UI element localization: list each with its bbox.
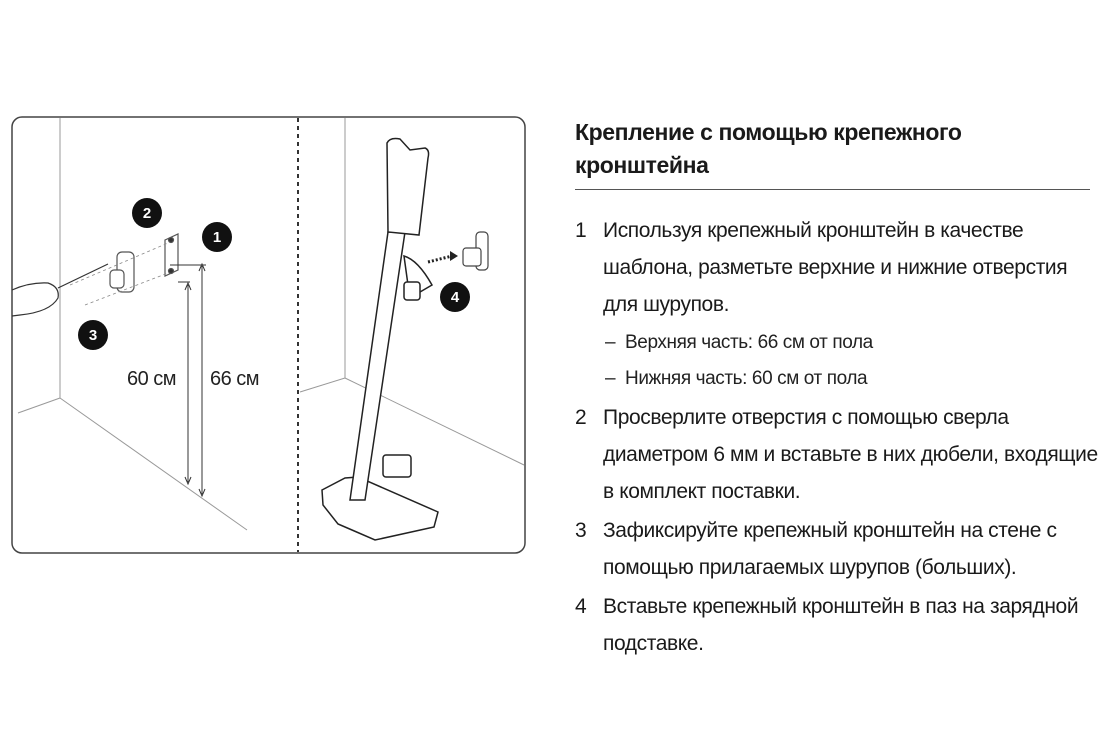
step-number: 4 (575, 595, 587, 618)
step-1-subitem-upper: –Верхняя часть: 66 см от пола (575, 325, 1100, 361)
step-text: Вставьте крепежный кронштейн в паз на за… (603, 595, 1079, 655)
step-number: 1 (575, 219, 587, 242)
bracket (109, 251, 135, 293)
dimension-arrows (170, 262, 206, 498)
wall-corner-left (17, 118, 248, 531)
step-badge-1: 1 (202, 222, 232, 252)
hand-screwdriver (11, 263, 109, 317)
svg-text:1: 1 (213, 229, 221, 246)
step-1-subitem-lower: –Нижняя часть: 60 см от пола (575, 361, 1100, 397)
vacuum-on-station (321, 137, 439, 541)
dash-bullet: – (605, 368, 616, 389)
step-1: 1 Используя крепежный кронштейн в качеств… (575, 212, 1100, 323)
insert-arrow-icon (427, 254, 453, 264)
steps-list: 1 Используя крепежный кронштейн в качеств… (575, 212, 1100, 664)
svg-text:4: 4 (451, 289, 460, 306)
step-text: Используя крепежный кронштейн в качестве… (603, 219, 1068, 316)
dimension-label-66: 66 см (210, 368, 260, 390)
screw-guides (69, 242, 169, 306)
step-text: Просверлите отверстия с помощью сверла д… (603, 406, 1098, 503)
step-badge-3: 3 (78, 320, 108, 350)
step-badge-4: 4 (440, 282, 470, 312)
wall-bracket-right (462, 231, 489, 271)
subitem-text: Нижняя часть: 60 см от пола (625, 368, 868, 389)
step-3: 3 Зафиксируйте крепежный кронштейн на сте… (575, 512, 1100, 586)
step-4: 4 Вставьте крепежный кронштейн в паз на з… (575, 588, 1100, 662)
step-number: 3 (575, 519, 587, 542)
svg-text:2: 2 (143, 205, 151, 222)
step-number: 2 (575, 406, 587, 429)
section-title: Крепление с помощью крепежного кронштейн… (575, 119, 962, 178)
dash-bullet: – (605, 332, 616, 353)
step-text: Зафиксируйте крепежный кронштейн на стен… (603, 519, 1057, 579)
bracket-template (164, 233, 179, 277)
title-divider (575, 189, 1090, 190)
step-2: 2 Просверлите отверстия с помощью сверла … (575, 399, 1100, 510)
subitem-text: Верхняя часть: 66 см от пола (625, 332, 873, 353)
step-badge-2: 2 (132, 198, 162, 228)
dimension-label-60: 60 см (127, 368, 177, 390)
illustration-frame (11, 116, 526, 554)
arrow-head-icon (450, 251, 458, 261)
svg-text:3: 3 (89, 327, 97, 344)
